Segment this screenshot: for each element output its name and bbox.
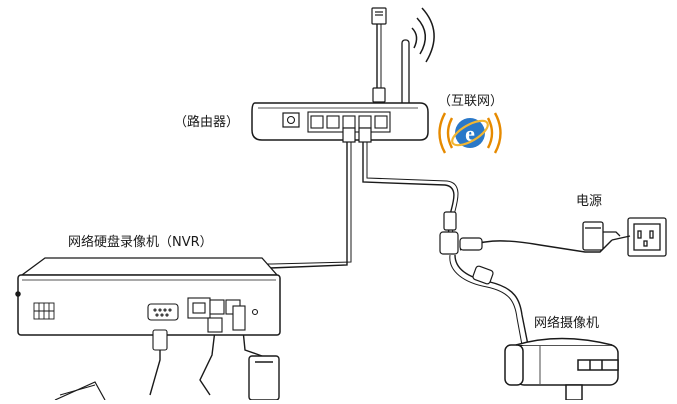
uplink-rj45-connector bbox=[371, 7, 387, 103]
network-camera bbox=[504, 337, 619, 401]
camera-label: 网络摄像机 bbox=[534, 316, 600, 331]
router bbox=[251, 7, 435, 143]
ie-globe-icon: e bbox=[438, 112, 502, 154]
nvr-label: 网络硬盘录像机（NVR） bbox=[68, 235, 213, 250]
svg-text:e: e bbox=[465, 121, 475, 146]
router-lan-plugs bbox=[342, 127, 372, 143]
camera-cable-splitter bbox=[439, 211, 494, 285]
cable-splitter-to-camera bbox=[454, 254, 529, 346]
power-label: 电源 bbox=[576, 194, 603, 209]
router-power-port bbox=[282, 112, 300, 128]
nvr-lan-port bbox=[187, 297, 211, 319]
power-socket-icon bbox=[582, 217, 667, 257]
wifi-signal-icon bbox=[438, 112, 502, 154]
nvr-vga-port bbox=[147, 303, 179, 321]
nvr-vent bbox=[33, 302, 55, 320]
nvr-device bbox=[15, 257, 281, 351]
cables bbox=[59, 20, 613, 396]
cable-router-to-camera bbox=[362, 138, 455, 239]
router-wifi-icon bbox=[411, 7, 435, 63]
cable-nvr-lan-down bbox=[199, 329, 216, 396]
camera-power-adapter bbox=[582, 221, 604, 251]
internet-label: （互联网） bbox=[438, 94, 504, 109]
monitor-partial bbox=[54, 381, 106, 401]
nvr-plugs bbox=[207, 299, 259, 333]
cable-splitter-to-camera-2 bbox=[449, 254, 523, 346]
nvr-power-adapter bbox=[248, 355, 280, 401]
router-label: （路由器） bbox=[174, 115, 240, 130]
